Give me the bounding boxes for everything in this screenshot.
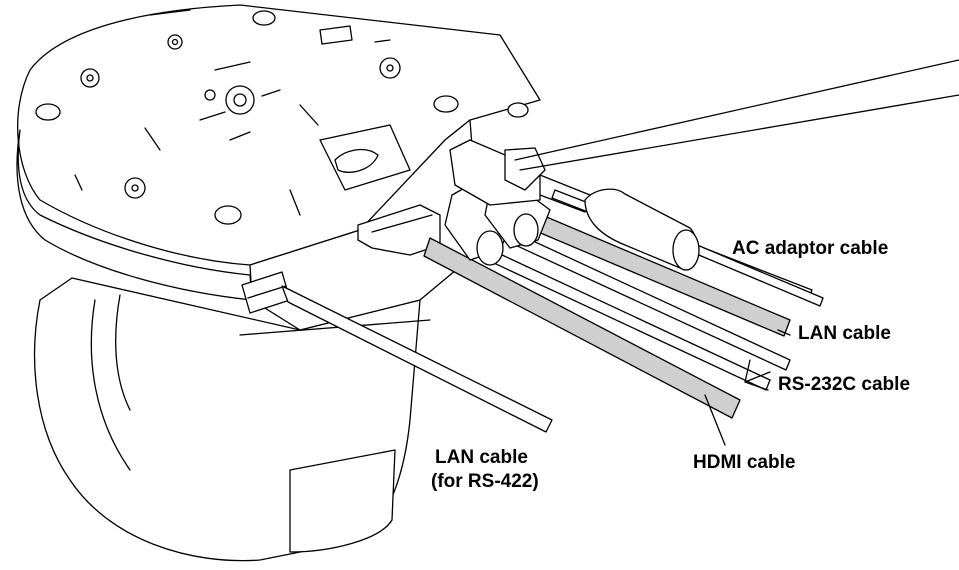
rj45-plug-left-front bbox=[247, 285, 287, 299]
ac-sheath-2 bbox=[539, 194, 586, 213]
label-lan-rs422-line2: (for RS-422) bbox=[431, 471, 539, 492]
label-hdmi-cable: HDMI cable bbox=[693, 452, 796, 473]
ac-ferrite-end bbox=[672, 229, 700, 271]
connector-inner bbox=[334, 148, 379, 173]
panel-edge bbox=[239, 319, 431, 336]
hdmi-plug-top bbox=[371, 214, 433, 233]
ac-sheath bbox=[539, 174, 591, 196]
hdmi-plug bbox=[357, 204, 441, 256]
lan-rs422-cable bbox=[281, 285, 553, 433]
hdmi-cable bbox=[423, 237, 741, 419]
label-rs232c-cable: RS-232C cable bbox=[778, 374, 911, 395]
rs232c-leader bbox=[744, 359, 771, 391]
mount-feet bbox=[35, 10, 529, 225]
label-lan-rs422-line1: LAN cable bbox=[435, 447, 528, 468]
lan-leader bbox=[777, 329, 791, 336]
hdmi-leader bbox=[704, 394, 726, 446]
rs232c-plug-1-end bbox=[476, 230, 504, 266]
plate-slots bbox=[74, 9, 391, 216]
dome-highlight-2 bbox=[115, 294, 131, 411]
rs232c-plug-2-end bbox=[513, 213, 539, 247]
clamp-leader bbox=[514, 59, 959, 171]
ac-plug bbox=[449, 139, 541, 206]
label-lan-cable: LAN cable bbox=[798, 323, 891, 344]
screw-holes bbox=[80, 34, 401, 199]
dome-highlight bbox=[90, 299, 131, 471]
connector-cutout bbox=[319, 124, 411, 191]
dome-band bbox=[289, 449, 396, 553]
label-ac-adaptor-cable: AC adaptor cable bbox=[732, 238, 889, 259]
